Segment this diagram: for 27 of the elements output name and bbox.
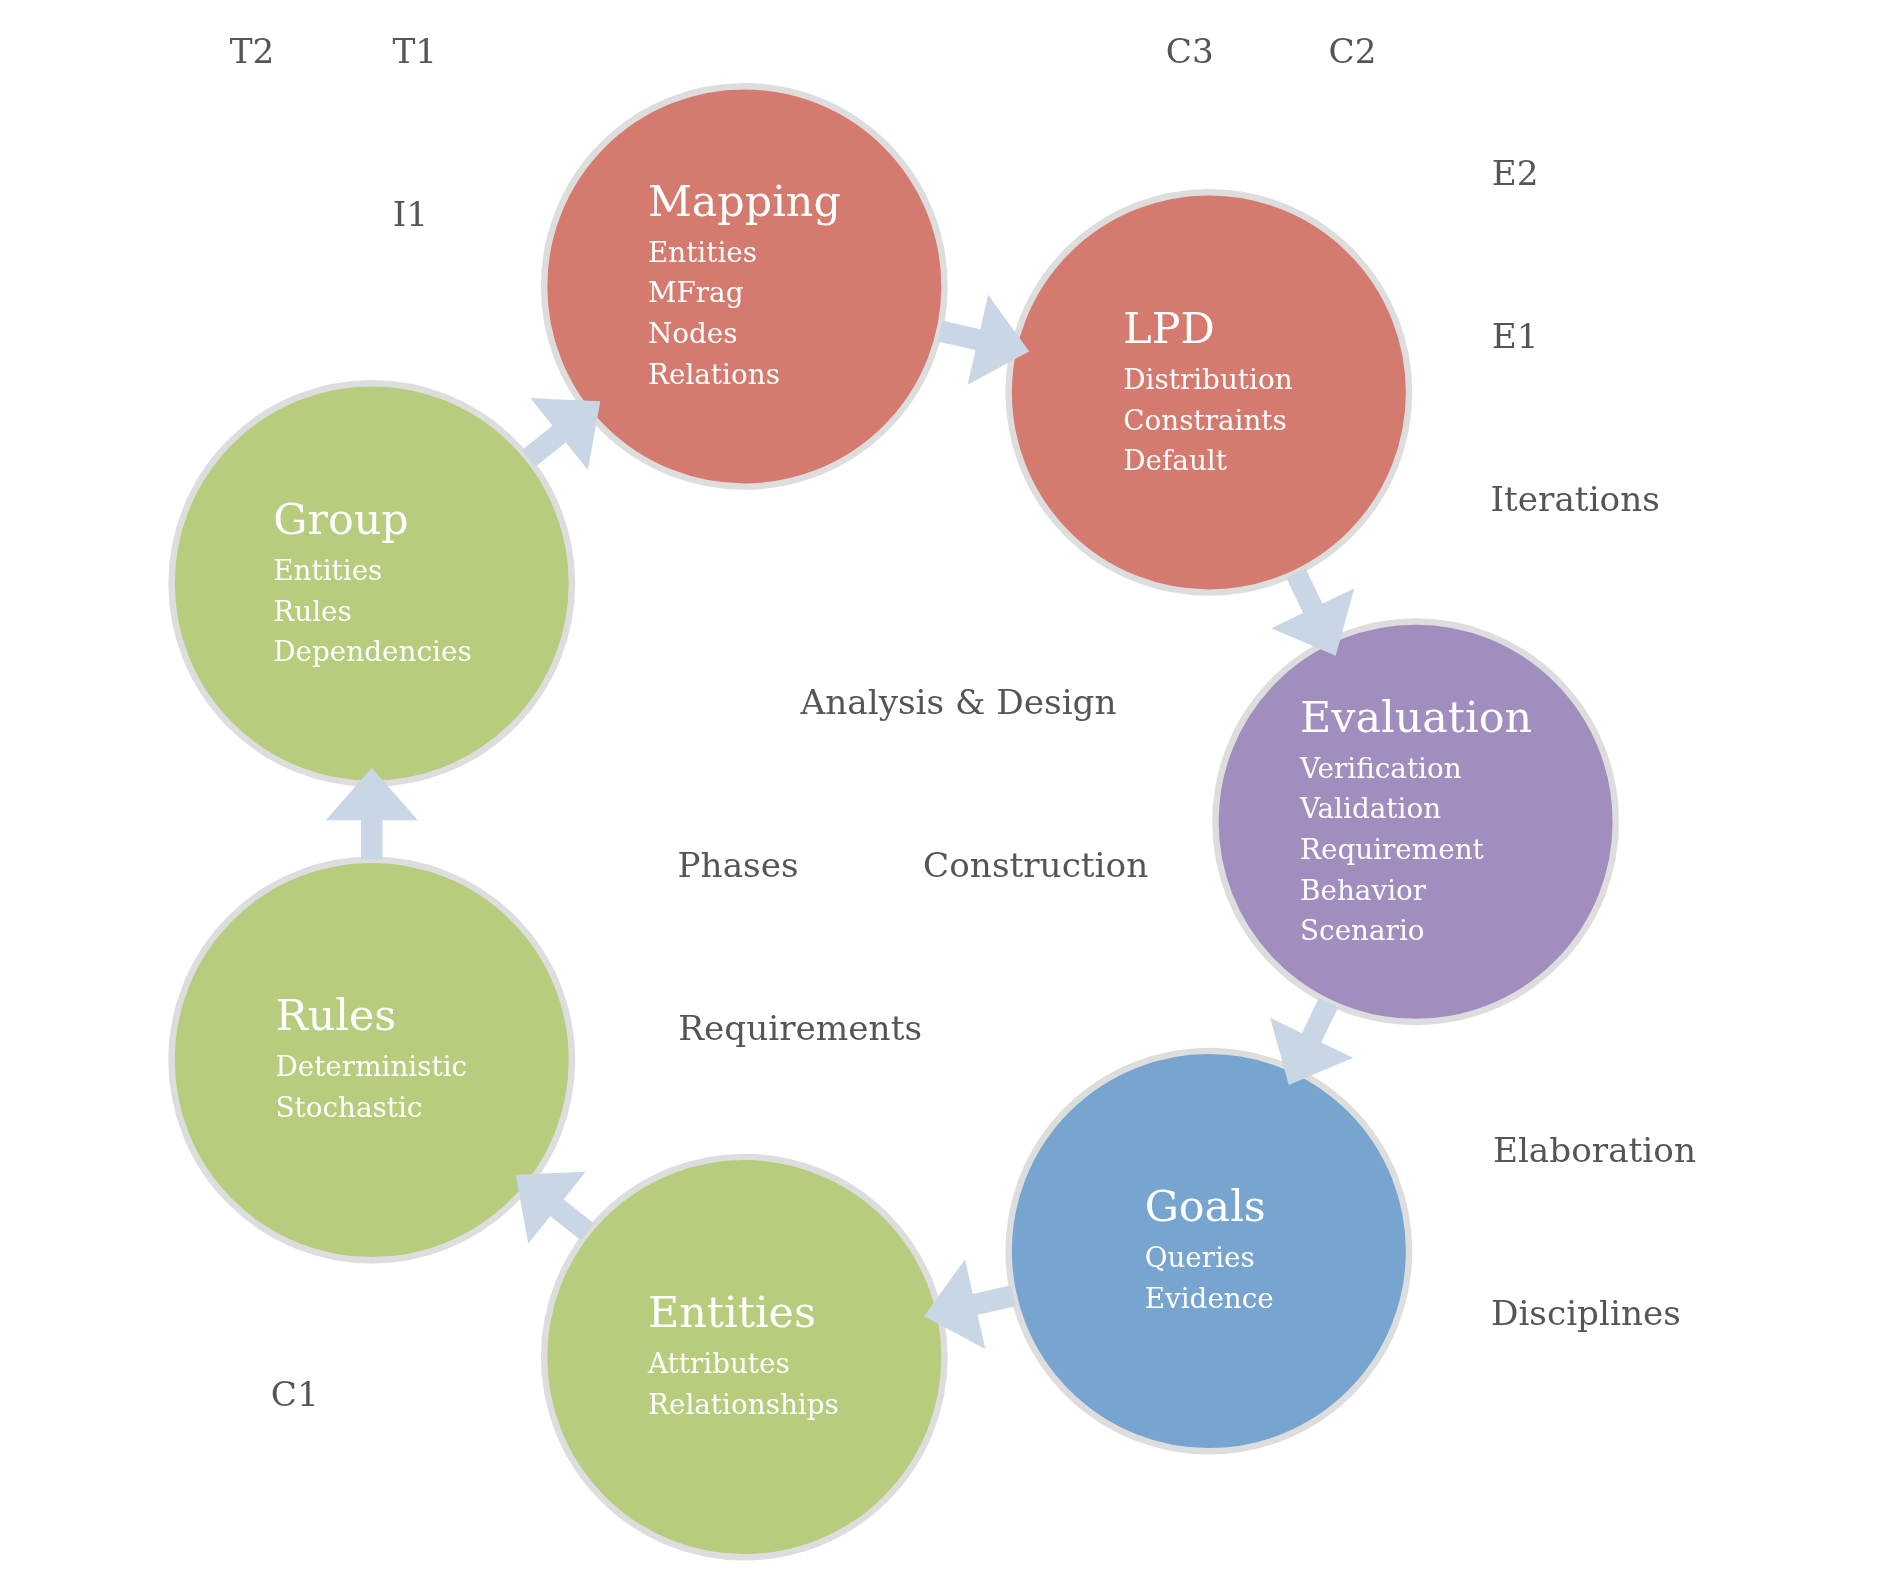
arrow [1270, 568, 1354, 656]
arrow [521, 398, 600, 471]
label: Phases [677, 845, 798, 885]
label: Analysis & Design [799, 682, 1117, 723]
label: Iterations [1490, 478, 1660, 519]
label: T2 [229, 31, 274, 72]
label: T1 [391, 31, 437, 72]
label: C1 [270, 1373, 319, 1414]
label: I1 [392, 194, 428, 235]
label: Elaboration [1492, 1129, 1696, 1170]
node-circle: Rules Deterministic Stochastic [167, 856, 575, 1264]
arrow [325, 767, 418, 860]
arrow [923, 1259, 1016, 1350]
label: E2 [1491, 153, 1539, 194]
label: Disciplines [1490, 1292, 1681, 1333]
arrow [515, 1171, 594, 1244]
label: C2 [1328, 31, 1377, 72]
label: C3 [1165, 31, 1214, 72]
node-circle: LPD Distribution Constraints Default [1004, 189, 1412, 596]
arrow [937, 294, 1029, 385]
label: Construction [922, 845, 1148, 885]
label: Requirements [677, 1007, 922, 1048]
label: E1 [1491, 316, 1539, 357]
node-circle: Mapping Entities MFrag Nodes Relations [540, 83, 948, 490]
node-circle: Evaluation Verification Validation Requirement Behavior Scenario [1211, 618, 1619, 1026]
arrow [1269, 997, 1353, 1086]
node-circle: Goals Queries Evidence [1004, 1047, 1412, 1455]
